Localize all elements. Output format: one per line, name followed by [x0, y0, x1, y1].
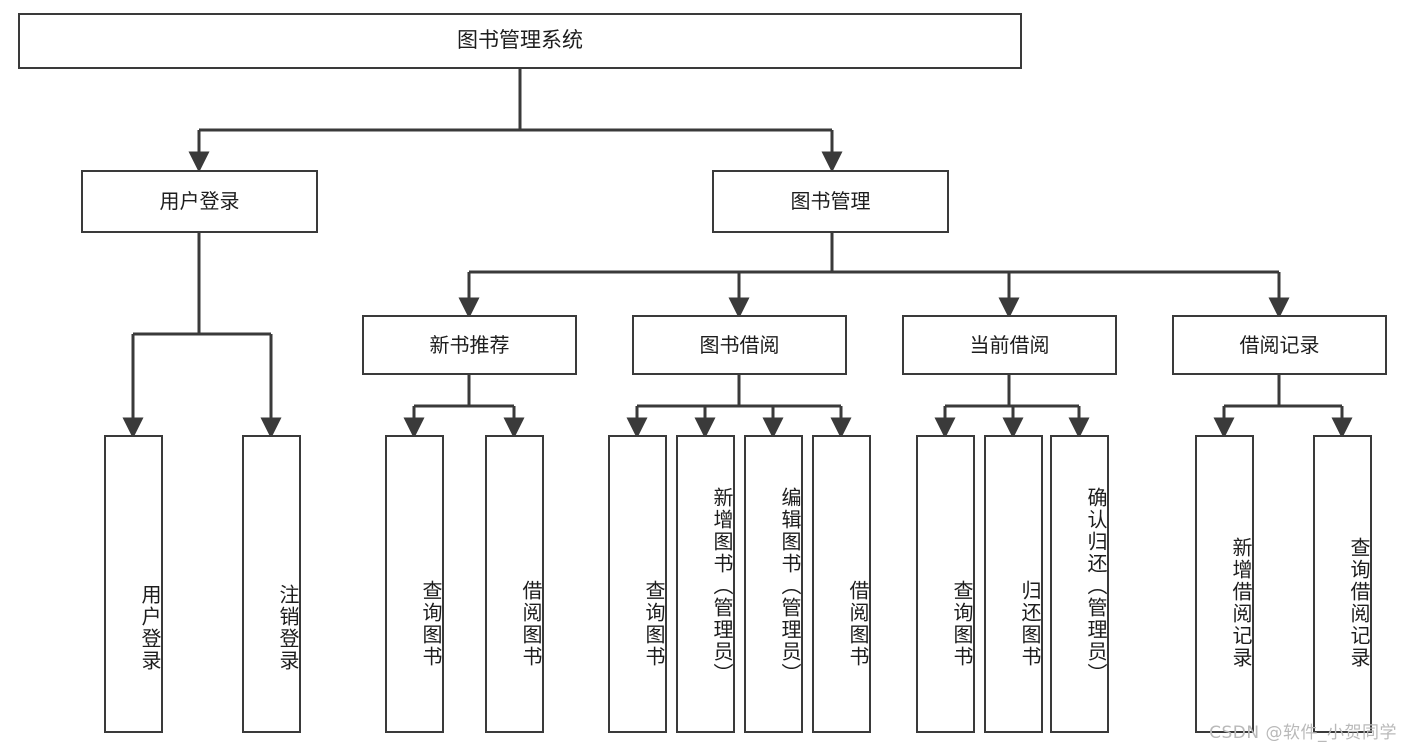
node-leaf-query-record[interactable]: 查询借阅记录: [1313, 435, 1372, 733]
node-leaf-return-book[interactable]: 归还图书: [984, 435, 1043, 733]
node-borrow-record[interactable]: 借阅记录: [1172, 315, 1387, 375]
node-user-login-label: 用户登录: [159, 189, 240, 214]
node-leaf-add-book-label: 新增图书（管理员）: [710, 487, 734, 685]
node-current-borrow-label: 当前借阅: [969, 332, 1050, 357]
node-book-borrow[interactable]: 图书借阅: [632, 315, 847, 375]
node-new-book-rec[interactable]: 新书推荐: [362, 315, 577, 375]
watermark-text: CSDN @软件_小贺同学: [1209, 723, 1397, 743]
node-root-label: 图书管理系统: [457, 28, 583, 53]
node-leaf-query-book-2-label: 查询图书: [642, 580, 666, 668]
node-leaf-add-record-label: 新增借阅记录: [1229, 537, 1253, 669]
node-current-borrow[interactable]: 当前借阅: [902, 315, 1117, 375]
node-book-manage-label: 图书管理: [790, 189, 871, 214]
node-book-borrow-label: 图书借阅: [699, 332, 780, 357]
node-leaf-user-login-label: 用户登录: [138, 584, 162, 672]
node-leaf-borrow-book-1[interactable]: 借阅图书: [485, 435, 544, 733]
node-leaf-edit-book-label: 编辑图书（管理员）: [778, 487, 802, 685]
node-leaf-borrow-book-2[interactable]: 借阅图书: [812, 435, 871, 733]
node-borrow-record-label: 借阅记录: [1239, 332, 1320, 357]
node-leaf-edit-book[interactable]: 编辑图书（管理员）: [744, 435, 803, 733]
node-leaf-query-book-1[interactable]: 查询图书: [385, 435, 444, 733]
node-user-login[interactable]: 用户登录: [81, 170, 318, 233]
node-leaf-confirm-return-label: 确认归还（管理员）: [1084, 487, 1108, 685]
node-leaf-user-login[interactable]: 用户登录: [104, 435, 163, 733]
node-book-manage[interactable]: 图书管理: [712, 170, 949, 233]
node-leaf-logout-login-label: 注销登录: [276, 584, 300, 672]
node-leaf-borrow-book-1-label: 借阅图书: [519, 580, 543, 668]
node-leaf-query-record-label: 查询借阅记录: [1347, 537, 1371, 669]
node-leaf-query-book-3[interactable]: 查询图书: [916, 435, 975, 733]
node-leaf-query-book-1-label: 查询图书: [419, 580, 443, 668]
node-leaf-confirm-return[interactable]: 确认归还（管理员）: [1050, 435, 1109, 733]
node-leaf-return-book-label: 归还图书: [1018, 580, 1042, 668]
node-leaf-query-book-3-label: 查询图书: [950, 580, 974, 668]
node-leaf-add-record[interactable]: 新增借阅记录: [1195, 435, 1254, 733]
node-leaf-logout-login[interactable]: 注销登录: [242, 435, 301, 733]
node-leaf-borrow-book-2-label: 借阅图书: [846, 580, 870, 668]
node-root[interactable]: 图书管理系统: [18, 13, 1022, 69]
node-leaf-add-book[interactable]: 新增图书（管理员）: [676, 435, 735, 733]
node-new-book-rec-label: 新书推荐: [429, 332, 510, 357]
node-leaf-query-book-2[interactable]: 查询图书: [608, 435, 667, 733]
